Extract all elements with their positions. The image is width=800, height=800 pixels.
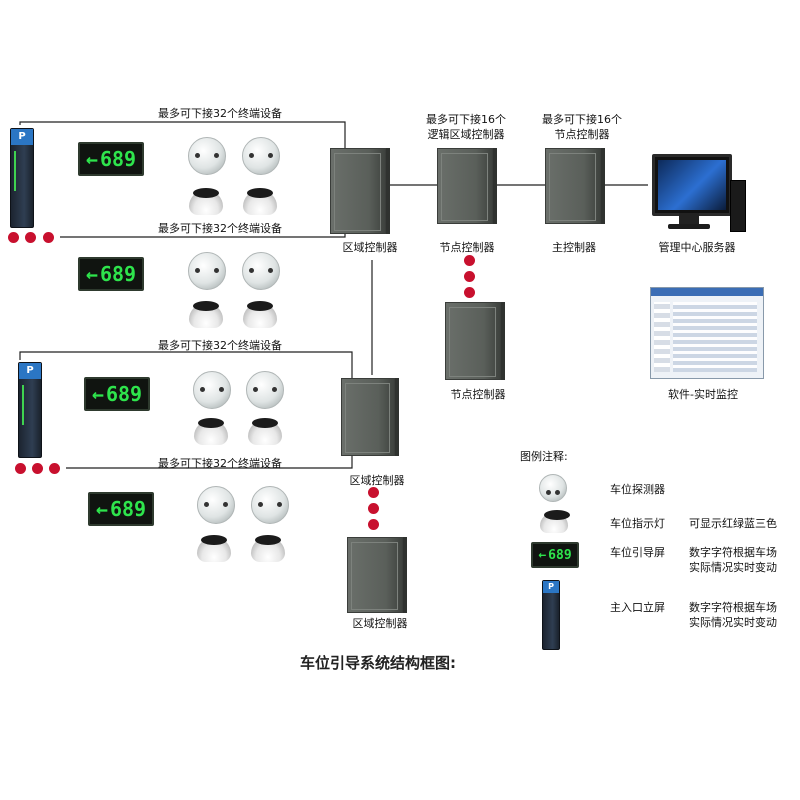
legend-guide-desc-1: 数字字符根据车场: [689, 546, 777, 559]
entrance-pole-2: P: [18, 362, 42, 458]
logic-ctrl-note-1: 最多可下接16个: [426, 113, 506, 126]
node-ctrl-2-label: 节点控制器: [450, 388, 506, 401]
legend-detector-icon: [539, 474, 567, 502]
ellipsis-dot: [25, 232, 36, 243]
row4-label: 最多可下接32个终端设备: [158, 457, 282, 470]
detector-icon: [246, 371, 284, 409]
ellipsis-dot: [368, 503, 379, 514]
entrance-pole-1: P: [10, 128, 34, 228]
detector-icon: [242, 137, 280, 175]
node-controller-2: [445, 302, 501, 380]
zone-ctrl-2-label: 区域控制器: [349, 474, 405, 487]
zone-ctrl-3-label: 区域控制器: [352, 617, 408, 630]
legend-detector-label: 车位探测器: [610, 483, 665, 496]
ellipsis-dot: [15, 463, 26, 474]
guide-sign-row3: ←689: [84, 377, 150, 411]
ellipsis-dot: [464, 255, 475, 266]
software-label: 软件-实时监控: [668, 388, 738, 401]
node-controller-1: [437, 148, 493, 224]
legend-lamp-icon: [540, 510, 570, 533]
legend-indicator-desc: 可显示红绿蓝三色: [689, 517, 777, 530]
server-monitor: [652, 154, 732, 216]
indicator-lamp-icon: [194, 418, 228, 445]
node-ctrl-note-2: 节点控制器: [554, 128, 610, 141]
guide-sign-row2: ←689: [78, 257, 144, 291]
ellipsis-dot: [49, 463, 60, 474]
bus-line-row4: [66, 455, 353, 469]
main-ctrl-label: 主控制器: [552, 241, 596, 254]
ellipsis-dot: [32, 463, 43, 474]
ellipsis-dot: [8, 232, 19, 243]
main-controller: [545, 148, 601, 224]
node-ctrl-1-label: 节点控制器: [439, 241, 495, 254]
row2-label: 最多可下接32个终端设备: [158, 222, 282, 235]
bus-line-row1: [19, 121, 346, 148]
detector-icon: [251, 486, 289, 524]
detector-icon: [242, 252, 280, 290]
zone-controller-1: [330, 148, 386, 234]
zone-controller-2: [341, 378, 395, 456]
legend-guide-label: 车位引导屏: [610, 546, 665, 559]
ellipsis-dot: [368, 519, 379, 530]
legend-guide-desc-2: 实际情况实时变动: [689, 561, 777, 574]
guide-sign-row4: ←689: [88, 492, 154, 526]
detector-icon: [193, 371, 231, 409]
detector-icon: [188, 252, 226, 290]
indicator-lamp-icon: [189, 301, 223, 328]
bus-line-row3: [19, 351, 353, 378]
ellipsis-dot: [368, 487, 379, 498]
guide-sign-row1: ←689: [78, 142, 144, 176]
indicator-lamp-icon: [197, 535, 231, 562]
zone-controller-3: [347, 537, 403, 613]
logic-ctrl-note-2: 逻辑区域控制器: [427, 128, 505, 141]
indicator-lamp-icon: [243, 301, 277, 328]
legend-entrance-pole-icon: P: [542, 580, 560, 650]
indicator-lamp-icon: [189, 188, 223, 215]
indicator-lamp-icon: [248, 418, 282, 445]
indicator-lamp-icon: [243, 188, 277, 215]
ellipsis-dot: [464, 271, 475, 282]
server-label: 管理中心服务器: [658, 241, 736, 254]
software-screenshot: [650, 287, 764, 379]
server-tower: [730, 180, 746, 232]
legend-indicator-label: 车位指示灯: [610, 517, 665, 530]
indicator-lamp-icon: [251, 535, 285, 562]
legend-title: 图例注释:: [520, 450, 568, 463]
legend-entrance-label: 主入口立屏: [610, 601, 665, 614]
row1-label: 最多可下接32个终端设备: [158, 107, 282, 120]
legend-entrance-desc-2: 实际情况实时变动: [689, 616, 777, 629]
zone-ctrl-1-label: 区域控制器: [342, 241, 398, 254]
detector-icon: [188, 137, 226, 175]
legend-guide-sign-icon: ←689: [531, 542, 579, 568]
detector-icon: [197, 486, 235, 524]
row3-label: 最多可下接32个终端设备: [158, 339, 282, 352]
ellipsis-dot: [464, 287, 475, 298]
node-ctrl-note-1: 最多可下接16个: [542, 113, 622, 126]
ellipsis-dot: [43, 232, 54, 243]
diagram-title: 车位引导系统结构框图:: [300, 654, 456, 672]
legend-entrance-desc-1: 数字字符根据车场: [689, 601, 777, 614]
